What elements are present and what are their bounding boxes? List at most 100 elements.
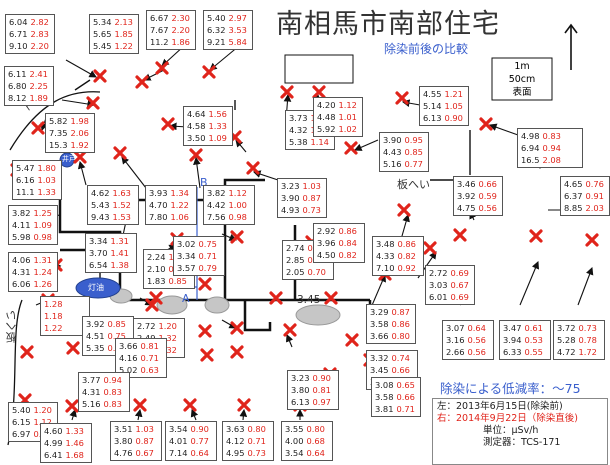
value-after: 2.82 [30,17,49,27]
value-before: 2.85 [286,255,305,265]
legend-1m: 1m [514,61,530,72]
value-before: 3.77 [82,375,101,385]
value-before: 3.58 [375,392,394,402]
value-after: 0.74 [391,353,410,363]
value-before: 3.50 [187,133,206,143]
value-before: 3.57 [177,263,196,273]
value-after: 1.38 [110,260,129,270]
value-after: 0.71 [396,404,415,414]
value-after: 0.64 [190,448,209,458]
value-before: 3.80 [114,436,133,446]
value-before: 2.74 [286,243,305,253]
value-after: 1.34 [170,188,189,198]
value-before: 3.93 [149,188,168,198]
value-after: 0.77 [404,159,423,169]
value-before: 3.73 [289,113,308,123]
value-before: 3.92 [457,191,476,201]
cross-marker-icon [20,345,34,359]
value-before: 3.47 [503,323,522,333]
value-before: 4.12 [226,436,245,446]
value-after: 0.83 [103,387,122,397]
value-after: 1.31 [33,255,52,265]
value-after: 0.76 [585,179,604,189]
kerosene-tank [75,277,121,299]
value-before: 4.98 [521,131,540,141]
value-after: 0.98 [33,232,52,242]
value-before: 3.90 [383,135,402,145]
value-before: 4.93 [281,205,300,215]
value-before: 5.16 [82,399,101,409]
value-after: 1.22 [170,200,189,210]
cross-marker-icon [324,291,338,305]
value-before: 6.15 [12,417,31,427]
value-before: 1.28 [44,299,63,309]
value-before: 5.02 [119,365,138,375]
value-after: 1.46 [65,438,84,448]
value-before: 5.92 [317,124,336,134]
value-before: 3.82 [12,208,31,218]
value-before: 6.94 [521,143,540,153]
value-before: 7.67 [150,25,169,35]
instrument-label: 測定器：TCS-171 [483,437,561,448]
value-after: 0.87 [135,436,154,446]
value-before: 3.02 [177,239,196,249]
value-row: 1.28 [44,298,86,310]
value-row: 1.18 [44,310,86,322]
value-after: 0.90 [190,424,209,434]
value-before: 5.14 [423,101,442,111]
value-after: 1.41 [110,248,129,258]
value-before: 16.5 [521,155,540,165]
value-before: 3.66 [119,341,138,351]
value-after: 0.66 [478,179,497,189]
value-after: 0.85 [168,276,187,286]
tank-label: 灯油 [88,283,104,292]
marker-a: A [182,292,190,305]
value-before: 3.34 [89,236,108,246]
value-after: 0.68 [306,436,325,446]
value-after: 1.12 [33,417,52,427]
value-before: 2.10 [147,264,166,274]
value-after: 1.25 [33,208,52,218]
value-after: 3.53 [228,25,247,35]
value-after: 0.92 [397,263,416,273]
value-after: 1.72 [578,347,597,357]
value-before: 9.43 [91,212,110,222]
cross-marker-icon [453,228,467,242]
value-before: 4.01 [169,436,188,446]
value-before: 2.72 [137,321,156,331]
value-after: 2.03 [585,203,604,213]
value-before: 3.54 [169,424,188,434]
